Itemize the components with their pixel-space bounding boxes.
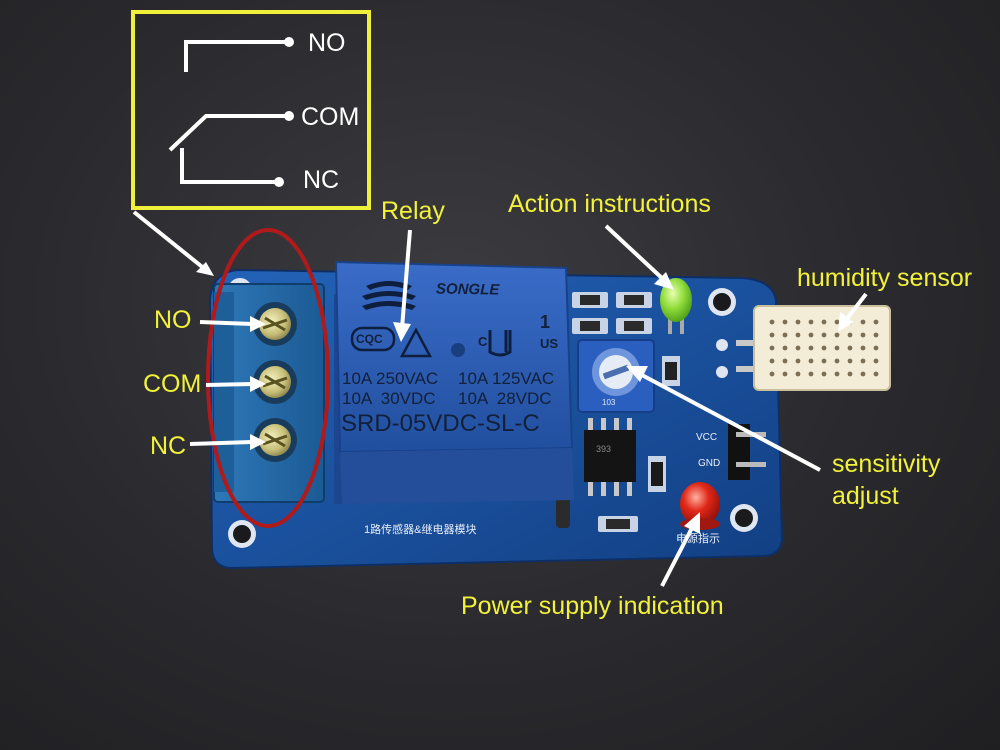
pot-code-marking: 103 (602, 398, 616, 407)
sensor-vent-hole (808, 345, 814, 351)
relay-ul-count: 1 (540, 312, 551, 332)
arrow-icon (132, 210, 868, 587)
sensor-vent-hole (769, 345, 775, 351)
relay-us-mark: US (540, 336, 559, 351)
terminal-no-label: NO (154, 306, 192, 334)
relay-rating-row2-left: 10A 30VDC (342, 389, 436, 408)
relay (334, 260, 574, 504)
sensor-vent-hole (769, 332, 775, 338)
sensor-vent-hole (847, 358, 853, 364)
sensor-vent-hole (821, 345, 827, 351)
relay-cqc-mark: CQC (356, 332, 383, 346)
terminal-highlight-ellipse (206, 228, 330, 528)
sensor-vent-hole (795, 319, 801, 325)
terminal-block (213, 283, 325, 503)
sensor-vent-hole (795, 345, 801, 351)
vcc-silkscreen: VCC (696, 432, 718, 443)
led-green-icon (660, 278, 692, 334)
sensor-vent-hole (873, 345, 879, 351)
terminal-com-label: COM (143, 370, 202, 398)
sensitivity-adjust-callout-line2: adjust (832, 482, 899, 510)
relay-schematic (168, 40, 286, 184)
action-instructions-callout: Action instructions (508, 190, 711, 218)
sensor-vent-hole (808, 358, 814, 364)
sensor-vent-hole (769, 371, 775, 377)
relay-rating-row1-right: 10A 125VAC (458, 369, 555, 388)
relay-schematic-box (131, 10, 371, 210)
sensor-vent-hole (860, 371, 866, 377)
sensor-vent-hole (834, 371, 840, 377)
power-indicator-silkscreen: 电源指示 (676, 533, 720, 545)
sensitivity-adjust-callout-line1: sensitivity (832, 450, 941, 478)
sensor-vent-hole (847, 332, 853, 338)
sensor-vent-hole (860, 345, 866, 351)
sensor-vent-hole (808, 319, 814, 325)
sensor-vent-hole (795, 371, 801, 377)
sensor-vent-hole (769, 358, 775, 364)
sensor-vent-hole (847, 371, 853, 377)
schematic-com-label: COM (301, 103, 360, 131)
sensor-vent-hole (873, 358, 879, 364)
sensor-vent-hole (860, 332, 866, 338)
sensor-vent-hole (782, 371, 788, 377)
sensor-vent-hole (782, 358, 788, 364)
sensor-vent-hole (821, 371, 827, 377)
screw-nc (253, 418, 297, 462)
gnd-silkscreen: GND (698, 458, 721, 469)
relay-c-mark: C (478, 334, 488, 349)
relay-model: SRD-05VDC-SL-C (341, 410, 540, 437)
sensor-vent-hole (834, 332, 840, 338)
sensor-vent-hole (821, 319, 827, 325)
humidity-sensor (736, 305, 891, 391)
sensor-vent-hole (821, 332, 827, 338)
schematic-nc-label: NC (303, 166, 340, 194)
sensor-vent-hole (782, 319, 788, 325)
screw-no (253, 302, 297, 346)
sensor-vent-hole (795, 358, 801, 364)
sensor-vent-hole (782, 345, 788, 351)
sensor-vent-hole (847, 345, 853, 351)
sensor-vent-hole (808, 332, 814, 338)
relay-rating-row1-left: 10A 250VAC (342, 369, 439, 388)
schematic-no-label: NO (308, 29, 346, 57)
screw-com (253, 360, 297, 404)
sensor-vent-hole (834, 358, 840, 364)
sensor-vent-hole (860, 319, 866, 325)
relay-rating-row2-right: 10A 28VDC (458, 389, 552, 408)
sensor-vent-hole (873, 371, 879, 377)
sensor-vent-hole (821, 358, 827, 364)
module-name-silkscreen: 1路传感器&继电器模块 (364, 524, 477, 536)
humidity-sensor-callout: humidity sensor (797, 264, 973, 292)
potentiometer-icon (577, 339, 655, 413)
schematic-terminal-dots (274, 37, 294, 187)
ic-code-marking: 393 (596, 444, 612, 454)
sensor-vent-hole (769, 319, 775, 325)
sensor-vent-hole (873, 332, 879, 338)
power-supply-indication-callout: Power supply indication (461, 592, 724, 620)
sensor-vent-hole (834, 319, 840, 325)
terminal-nc-label: NC (150, 432, 187, 460)
sensor-vent-hole (834, 345, 840, 351)
sensor-vent-hole (795, 332, 801, 338)
relay-brand: SONGLE (435, 280, 500, 299)
sensor-vent-hole (782, 332, 788, 338)
sensor-vent-hole (808, 371, 814, 377)
sensor-vent-hole (873, 319, 879, 325)
relay-callout: Relay (381, 197, 445, 225)
sensor-vent-hole (860, 358, 866, 364)
